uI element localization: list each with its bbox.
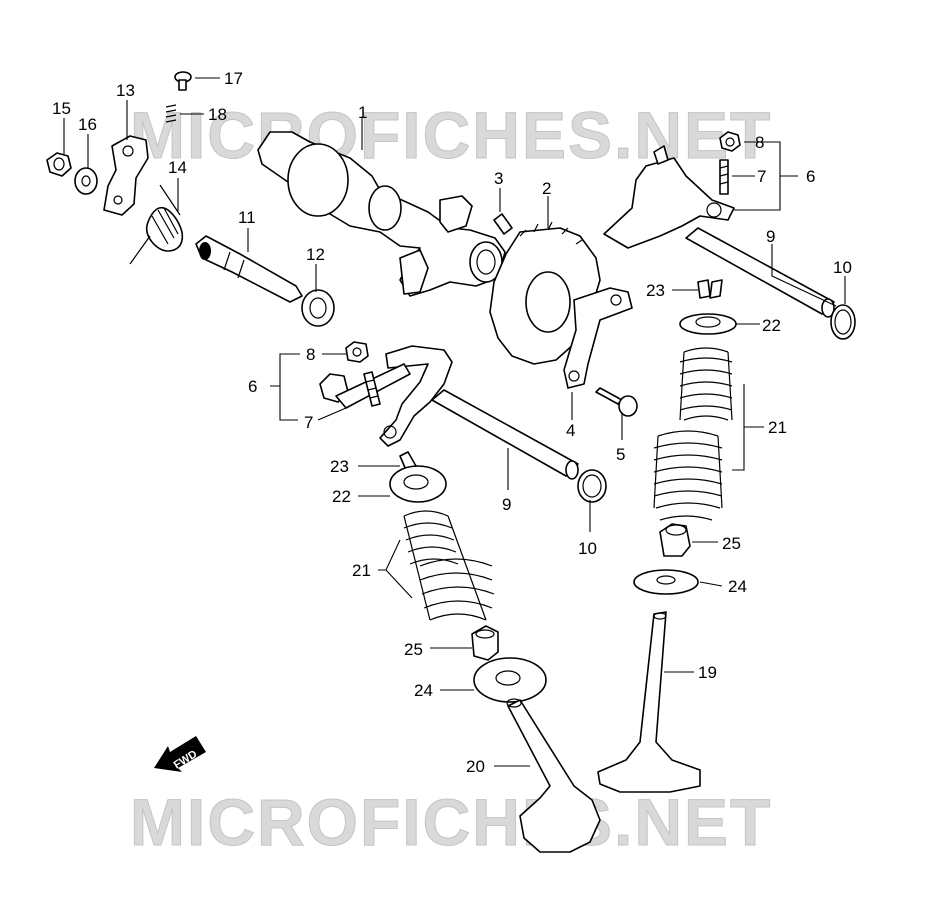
callout-5: 5 [616,445,625,464]
callout-8-right: 8 [755,133,764,152]
part-1-camshaft [257,131,506,297]
part-16-washer [74,167,98,195]
part-14-spring [129,184,184,265]
callouts: 1 2 3 4 5 6 7 8 9 10 23 22 21 25 24 19 6… [52,69,852,776]
part-10-washer-left [577,469,607,503]
part-6-rocker-arm-right [603,145,735,249]
part-2-sprocket [489,221,601,365]
part-20-valve [506,698,601,853]
callout-11: 11 [238,208,256,227]
callout-9-left: 9 [502,495,511,514]
part-19-valve [597,611,701,793]
callout-2: 2 [542,179,551,198]
part-7-screw-right [719,159,729,195]
watermark-top: MICROFICHES.NET [130,98,772,172]
callout-7-left: 7 [304,413,313,432]
callout-23-right: 23 [646,281,665,300]
part-4-bracket [563,287,633,389]
part-8-nut-left [345,341,369,363]
part-17-screw [174,71,192,91]
callout-7-right: 7 [757,167,766,186]
callout-19: 19 [698,663,717,682]
part-18-spring [165,104,177,123]
part-5-bolt [595,387,638,417]
part-7-screw-left [363,371,381,407]
part-12-bearing [301,289,335,327]
part-25-seal-left [471,625,499,661]
callout-6-right: 6 [806,167,815,186]
callout-4: 4 [566,421,575,440]
callout-17: 17 [224,69,243,88]
callout-21-right: 21 [768,418,787,437]
part-9-shaft-left [431,389,579,480]
part-24-seat-left [473,657,547,703]
part-25-seal-right [659,523,691,557]
callout-20: 20 [466,757,485,776]
callout-22-left: 22 [332,487,351,506]
callout-24-left: 24 [414,681,433,700]
part-8-nut-right [719,131,741,152]
part-15-nut [46,152,72,177]
part-24-seat-right [633,569,699,595]
callout-8-left: 8 [306,345,315,364]
callout-24-right: 24 [728,577,747,596]
callout-13: 13 [116,81,135,100]
callout-23-left: 23 [330,457,349,476]
fwd-badge: FWD [154,736,206,772]
part-13-plate [103,135,149,216]
part-9-shaft-right [685,227,835,318]
part-11-shaft [195,235,303,303]
part-10-washer-right [830,304,856,340]
part-6-rocker-arm-left [319,345,453,447]
callout-14: 14 [168,158,187,177]
callout-25-left: 25 [404,640,423,659]
part-21-springs-right [653,347,733,521]
leader-lines [63,77,846,767]
callout-9-right: 9 [766,227,775,246]
part-23-cotters-right [697,279,723,299]
callout-22-right: 22 [762,316,781,335]
callout-10-left: 10 [578,539,597,558]
callout-3: 3 [494,169,503,188]
part-21-springs-left [403,510,495,621]
part-3-pin [493,213,513,235]
callout-12: 12 [306,245,325,264]
callout-21-left: 21 [352,561,371,580]
callout-16: 16 [78,115,97,134]
callout-18: 18 [208,105,227,124]
part-22-retainer-left [389,465,447,503]
callout-1: 1 [358,103,367,122]
arrow-left-down-icon [154,736,206,772]
callout-6-left: 6 [248,377,257,396]
callout-10-right: 10 [833,258,852,277]
callout-25-right: 25 [722,534,741,553]
callout-15: 15 [52,99,71,118]
part-22-retainer-right [679,313,737,335]
watermark-bottom: MICROFICHES.NET [130,785,772,859]
